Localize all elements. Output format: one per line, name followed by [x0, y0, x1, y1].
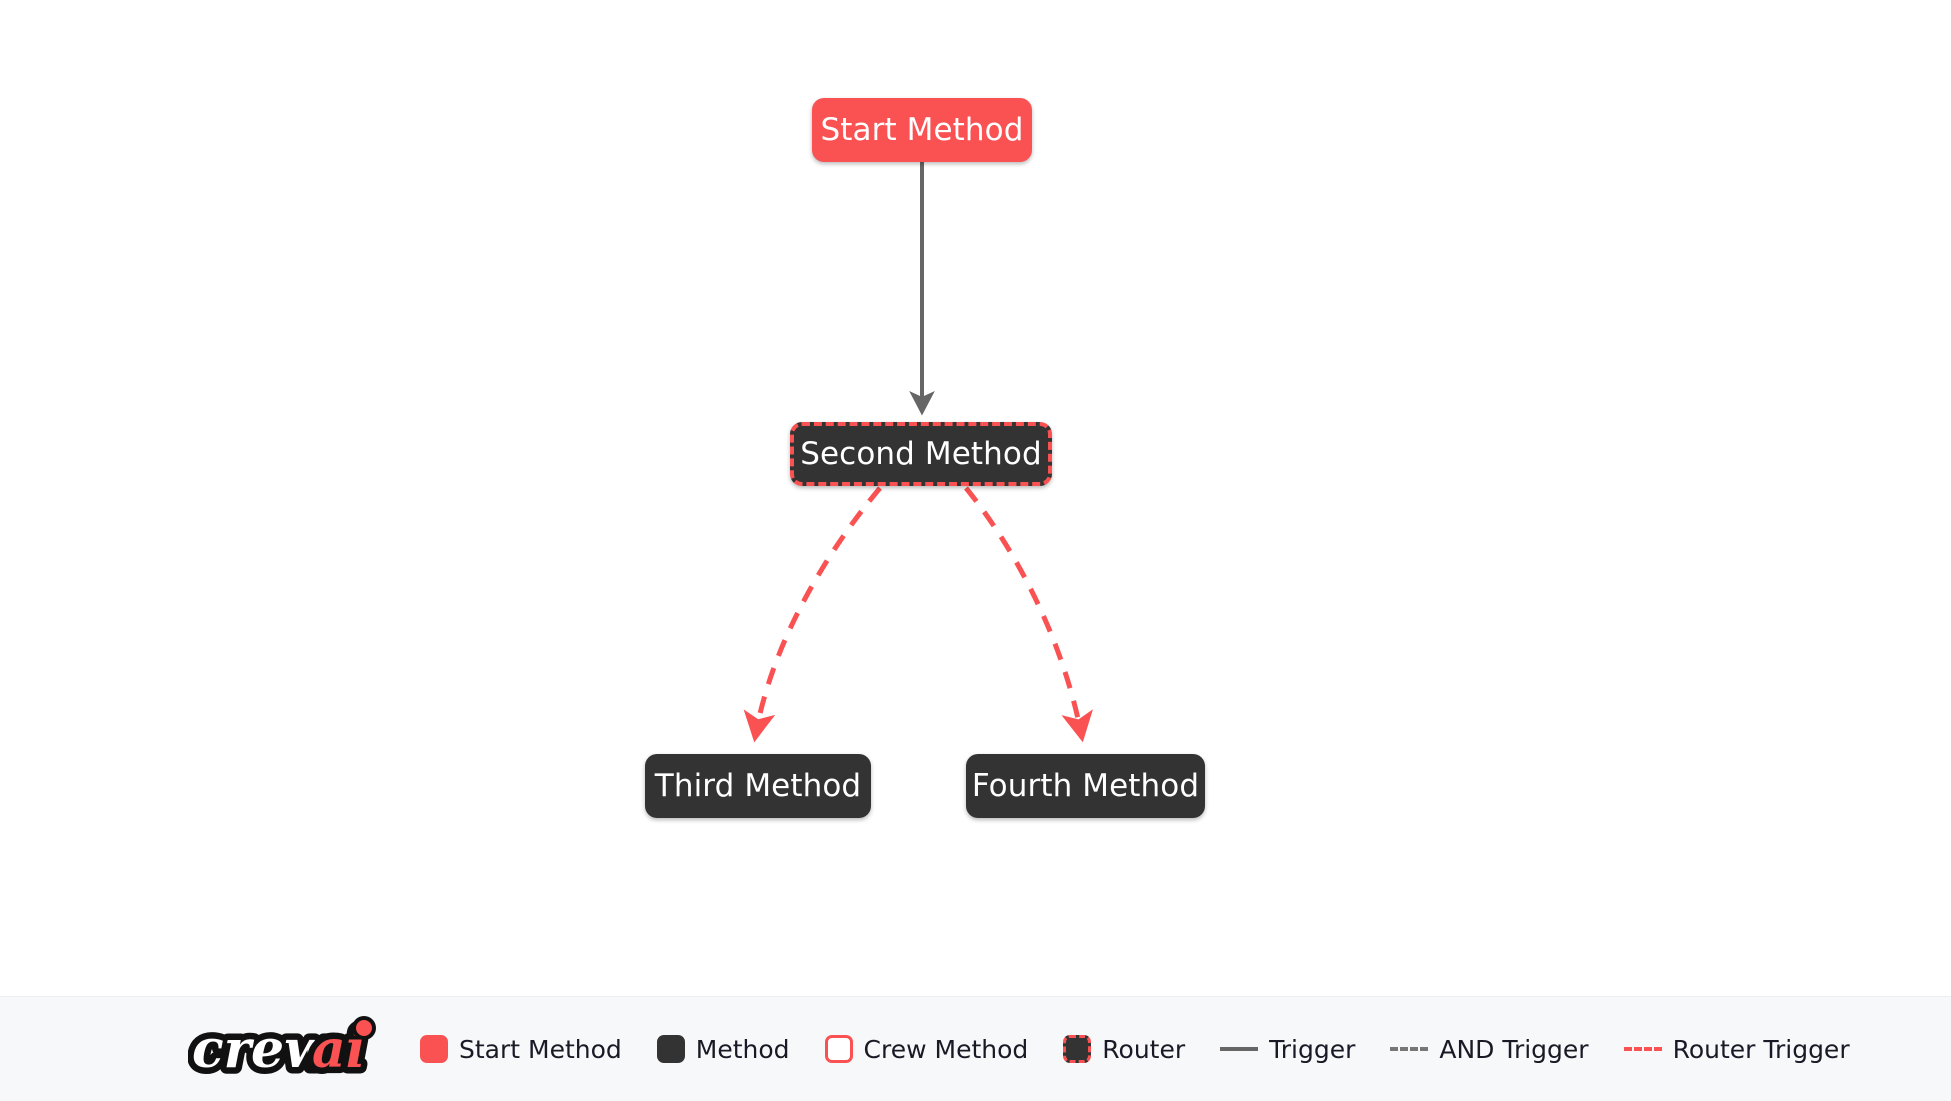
crewai-logo-mark: crew crew ai ai — [188, 1013, 376, 1086]
method-swatch-icon — [656, 1035, 685, 1063]
node-fourth-method[interactable]: Fourth Method — [966, 754, 1205, 818]
node-second-method-label: Second Method — [800, 435, 1042, 472]
legend-bar: crew crew ai ai Start Method Method — [0, 996, 1951, 1101]
legend-label-router-trigger: Router Trigger — [1672, 1034, 1850, 1064]
start-method-swatch-icon — [420, 1035, 448, 1063]
node-third-method[interactable]: Third Method — [645, 754, 871, 818]
edge-second-to-third — [743, 486, 882, 743]
legend-label-trigger: Trigger — [1269, 1034, 1356, 1064]
router-trigger-line-icon — [1623, 1047, 1662, 1051]
node-second-method[interactable]: Second Method — [790, 422, 1052, 486]
crew-method-swatch-icon — [824, 1035, 853, 1063]
logo-dot — [356, 1020, 372, 1036]
node-start-method[interactable]: Start Method — [812, 98, 1032, 162]
edge-second-to-fourth — [964, 486, 1093, 743]
legend-item-method: Method — [656, 1034, 790, 1064]
legend-label-router: Router — [1102, 1034, 1186, 1064]
and-trigger-line-icon — [1390, 1047, 1429, 1051]
logo-crew-fill: crew — [192, 1019, 331, 1080]
node-start-method-label: Start Method — [820, 111, 1024, 148]
legend-item-start-method: Start Method — [420, 1035, 622, 1063]
node-fourth-method-label: Fourth Method — [971, 767, 1200, 804]
legend-item-crew-method: Crew Method — [824, 1034, 1029, 1064]
crewai-logo: crew crew ai ai — [188, 1013, 400, 1086]
legend-label-method: Method — [695, 1034, 790, 1064]
legend-item-and-trigger: AND Trigger — [1390, 1034, 1589, 1064]
legend-item-router-trigger: Router Trigger — [1623, 1034, 1850, 1064]
logo-crew-outline: crew — [192, 1019, 331, 1080]
router-swatch-icon — [1063, 1035, 1092, 1063]
trigger-line-icon — [1220, 1047, 1259, 1051]
legend-item-trigger: Trigger — [1220, 1037, 1355, 1062]
legend-item-router: Router — [1063, 1035, 1185, 1063]
legend-label-start-method: Start Method — [459, 1034, 622, 1064]
node-third-method-label: Third Method — [654, 767, 862, 804]
legend-label-crew-method: Crew Method — [863, 1034, 1029, 1064]
legend-items: Start Method Method Crew Method Router T… — [420, 1035, 1850, 1063]
edge-layer — [743, 162, 1093, 743]
flow-canvas[interactable]: Start Method Second Method Third Method … — [0, 0, 1951, 996]
legend-label-and-trigger: AND Trigger — [1439, 1034, 1589, 1064]
